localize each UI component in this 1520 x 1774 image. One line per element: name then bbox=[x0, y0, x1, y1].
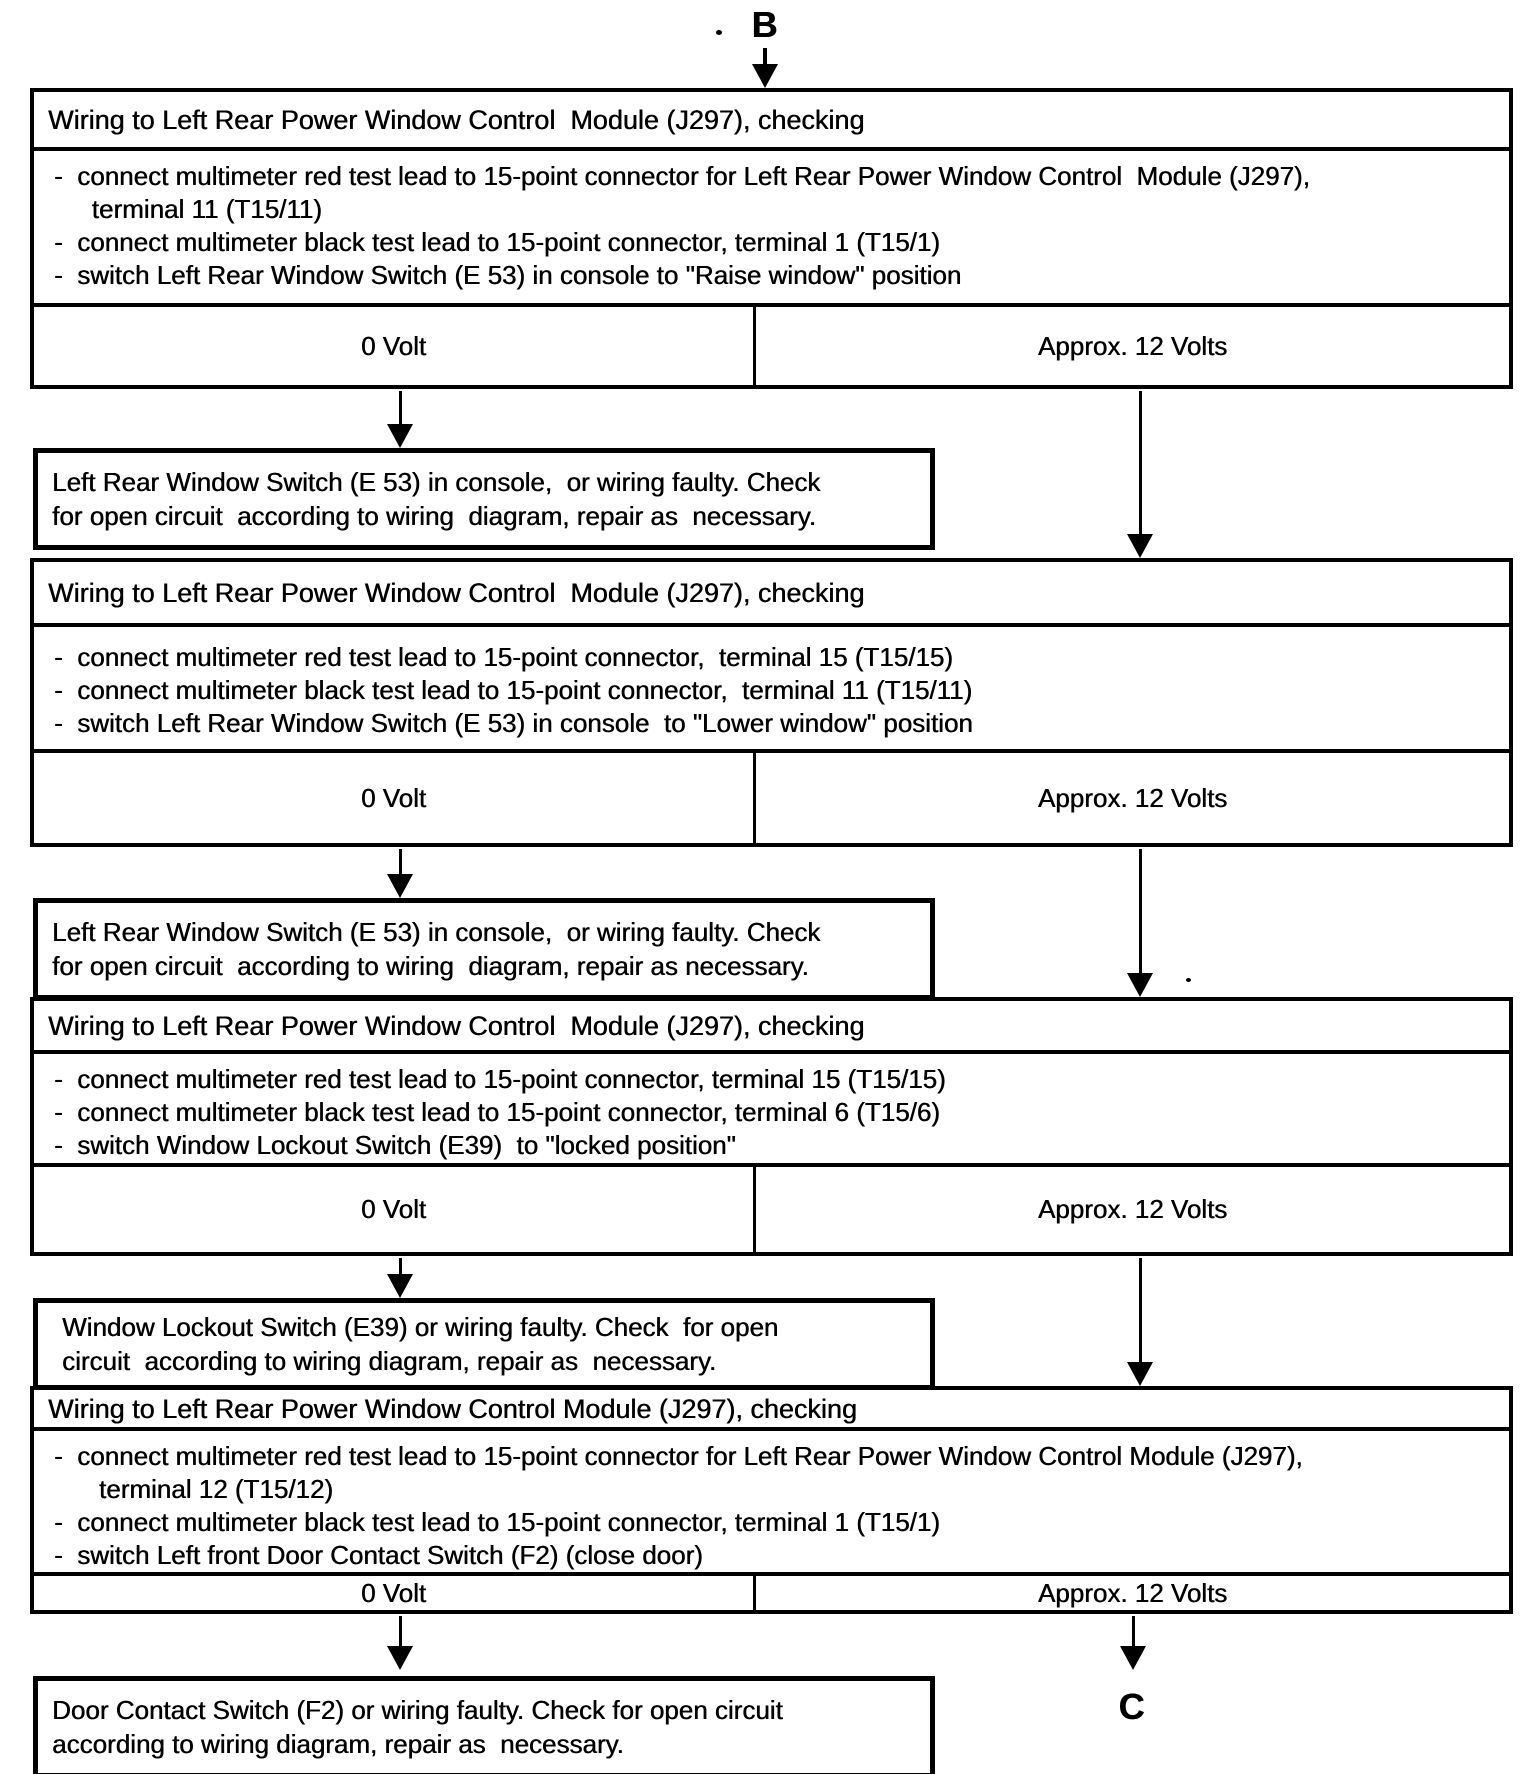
arrow-down-head bbox=[1127, 1362, 1153, 1386]
result-cell-12-volts: Approx. 12 Volts bbox=[1037, 1577, 1228, 1608]
measurement-results-row: 0 Volt Approx. 12 Volts bbox=[34, 749, 1509, 843]
arrow-down-line bbox=[1132, 1616, 1135, 1647]
instruction-bullet: - connect multimeter black test lead to … bbox=[54, 1507, 940, 1537]
instruction-bullet: - switch Left Rear Window Switch (E 53) … bbox=[54, 260, 962, 290]
arrow-down-head bbox=[387, 424, 413, 448]
measurement-results-row: 0 Volt Approx. 12 Volts bbox=[34, 1572, 1509, 1610]
result-cell-12-volts: Approx. 12 Volts bbox=[1037, 1194, 1228, 1224]
instruction-bullet: - connect multimeter black test lead to … bbox=[54, 675, 973, 705]
measurement-results-row: 0 Volt Approx. 12 Volts bbox=[34, 303, 1509, 385]
check-step-1-title: Wiring to Left Rear Power Window Control… bbox=[34, 92, 1509, 151]
arrow-down-head bbox=[1127, 534, 1153, 558]
connector-label-c: C bbox=[1118, 1686, 1146, 1727]
check-step-1-box: Wiring to Left Rear Power Window Control… bbox=[30, 88, 1513, 389]
arrow-down-line bbox=[1139, 1258, 1142, 1362]
instruction-bullet: - connect multimeter red test lead to 15… bbox=[54, 642, 953, 672]
check-step-2-box: Wiring to Left Rear Power Window Control… bbox=[30, 558, 1513, 847]
arrow-down-line bbox=[399, 849, 402, 875]
fault-result-box-2: Left Rear Window Switch (E 53) in consol… bbox=[33, 898, 935, 1000]
arrow-down-head bbox=[1127, 973, 1153, 997]
scan-artifact-dot bbox=[716, 30, 722, 35]
instruction-bullet: - connect multimeter black test lead to … bbox=[54, 1097, 940, 1127]
check-step-2-title: Wiring to Left Rear Power Window Control… bbox=[34, 562, 1509, 627]
check-step-3-title: Wiring to Left Rear Power Window Control… bbox=[34, 1001, 1509, 1054]
instruction-bullet: - switch Left front Door Contact Switch … bbox=[54, 1540, 703, 1570]
instruction-bullet: - connect multimeter black test lead to … bbox=[54, 227, 940, 257]
check-step-4-instructions: - connect multimeter red test lead to 15… bbox=[34, 1431, 1509, 1572]
check-step-4-title: Wiring to Left Rear Power Window Control… bbox=[34, 1390, 1509, 1431]
arrow-down-head bbox=[752, 64, 778, 88]
check-step-1-instructions: - connect multimeter red test lead to 15… bbox=[34, 151, 1509, 292]
fault-result-box-4: Door Contact Switch (F2) or wiring fault… bbox=[33, 1676, 935, 1774]
fault-result-box-1: Left Rear Window Switch (E 53) in consol… bbox=[33, 448, 935, 550]
check-step-3-box: Wiring to Left Rear Power Window Control… bbox=[30, 997, 1513, 1256]
arrow-down-line bbox=[399, 391, 402, 425]
instruction-bullet: - connect multimeter red test lead to 15… bbox=[54, 161, 1310, 224]
arrow-down-head bbox=[387, 1646, 413, 1670]
instruction-bullet: - connect multimeter red test lead to 15… bbox=[54, 1441, 1303, 1504]
result-cell-0-volt: 0 Volt bbox=[34, 307, 756, 385]
arrow-down-head bbox=[387, 874, 413, 898]
result-cell-0-volt: 0 Volt bbox=[34, 753, 756, 843]
measurement-results-row: 0 Volt Approx. 12 Volts bbox=[34, 1163, 1509, 1252]
result-cell-12-volts: Approx. 12 Volts bbox=[1037, 782, 1228, 813]
result-cell-0-volt: 0 Volt bbox=[34, 1576, 756, 1610]
check-step-4-box: Wiring to Left Rear Power Window Control… bbox=[30, 1386, 1513, 1614]
scan-artifact-dot bbox=[1186, 978, 1191, 982]
fault-result-box-3: Window Lockout Switch (E39) or wiring fa… bbox=[33, 1298, 935, 1390]
result-cell-0-volt: 0 Volt bbox=[34, 1167, 756, 1252]
instruction-bullet: - switch Window Lockout Switch (E39) to … bbox=[54, 1130, 736, 1160]
check-step-2-instructions: - connect multimeter red test lead to 15… bbox=[34, 627, 1509, 740]
arrow-down-head bbox=[1120, 1646, 1146, 1670]
arrow-down-line bbox=[1139, 391, 1142, 535]
instruction-bullet: - connect multimeter red test lead to 15… bbox=[54, 1064, 946, 1094]
arrow-down-line bbox=[1139, 849, 1142, 973]
result-cell-12-volts: Approx. 12 Volts bbox=[1037, 330, 1228, 361]
arrow-down-line bbox=[763, 48, 767, 66]
check-step-3-instructions: - connect multimeter red test lead to 15… bbox=[34, 1054, 1509, 1162]
arrow-down-head bbox=[387, 1274, 413, 1298]
arrow-down-line bbox=[399, 1616, 402, 1647]
instruction-bullet: - switch Left Rear Window Switch (E 53) … bbox=[54, 708, 973, 738]
connector-label-b: B bbox=[751, 4, 779, 45]
arrow-down-line bbox=[399, 1258, 402, 1275]
